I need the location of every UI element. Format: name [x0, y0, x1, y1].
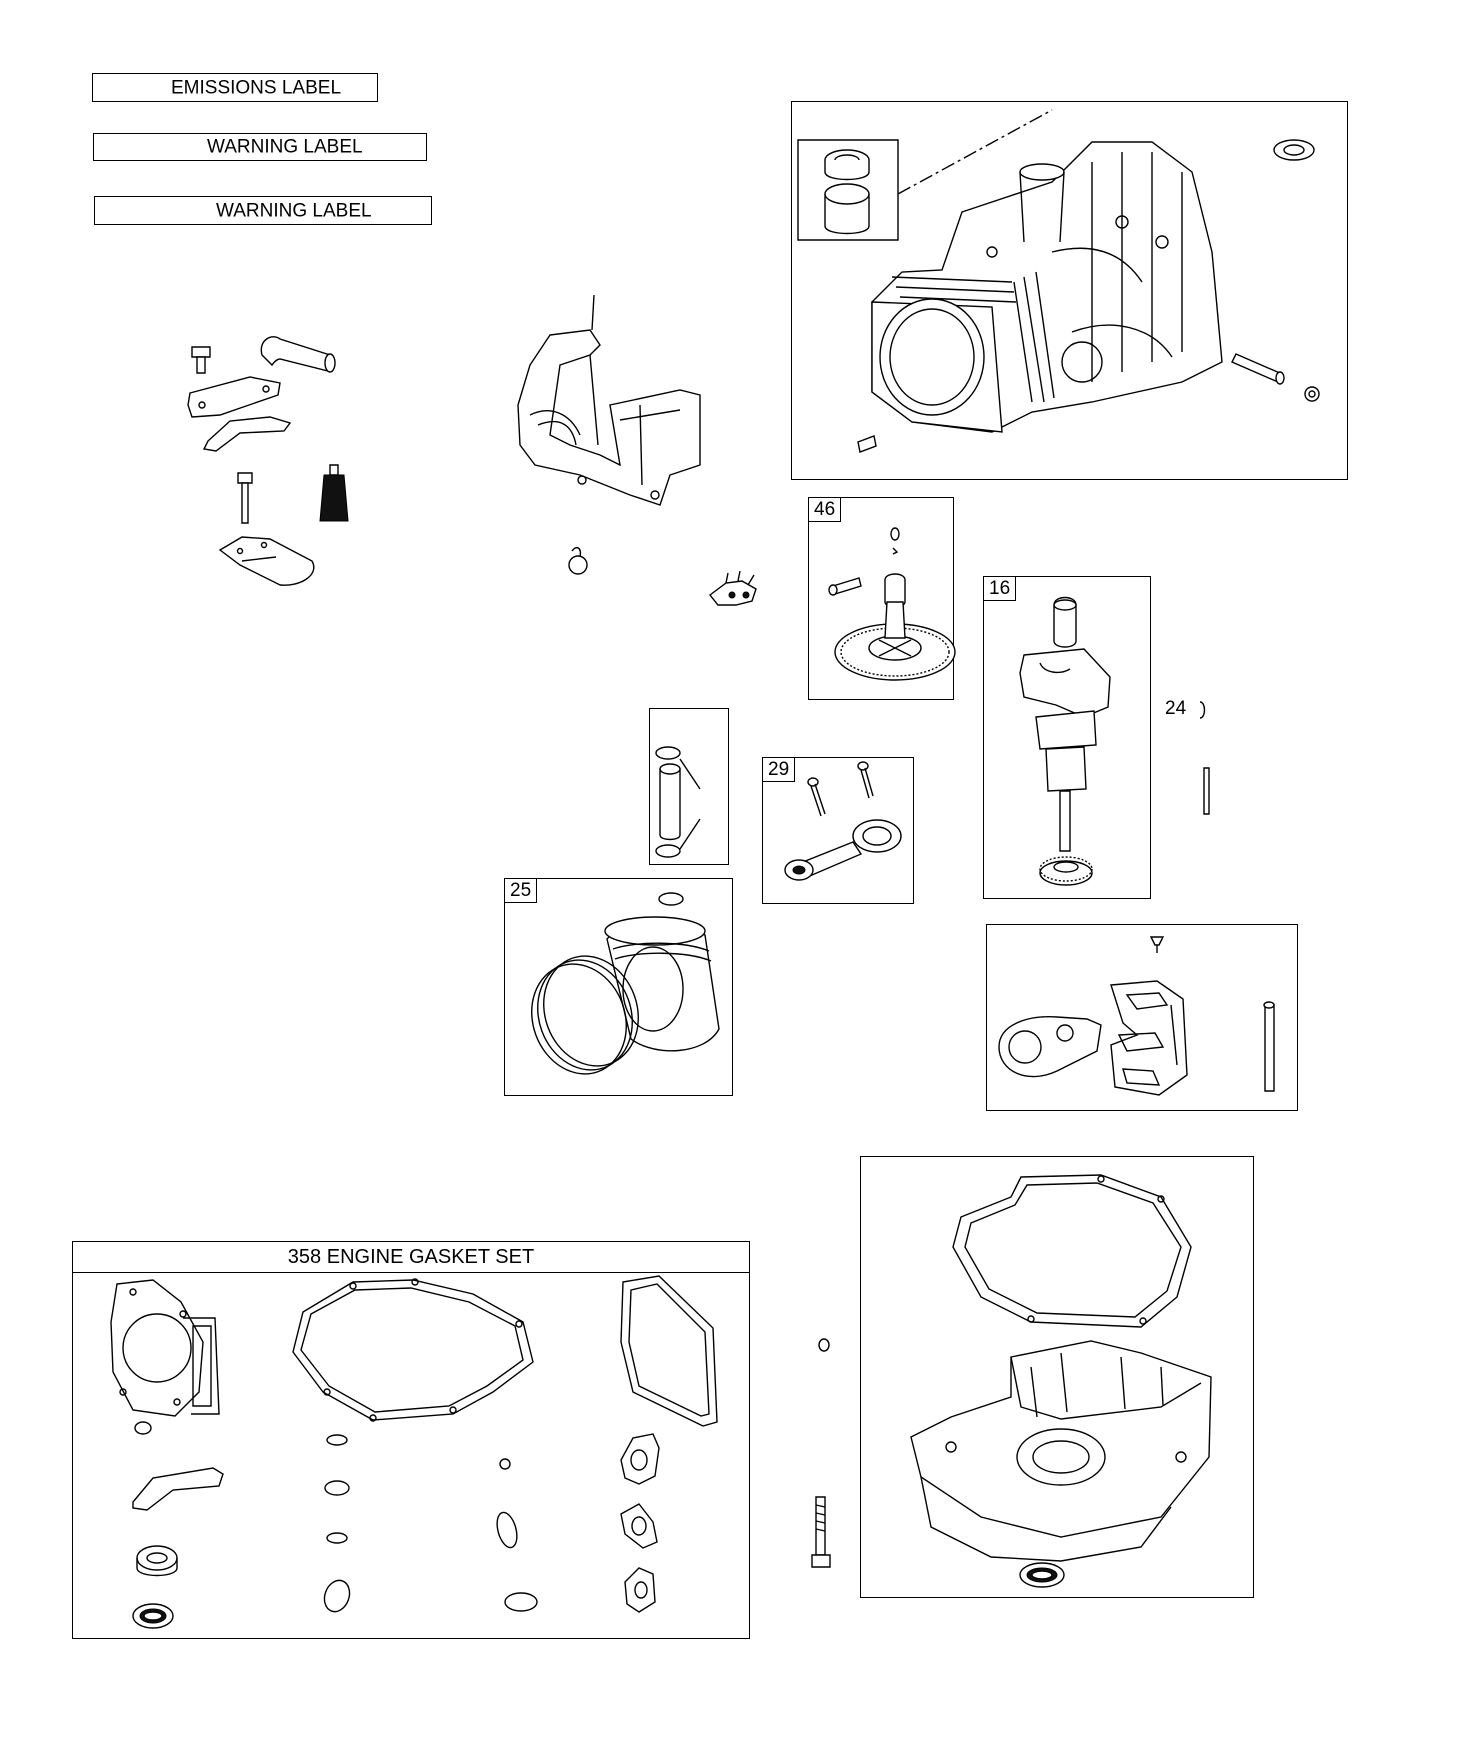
sump-seal-icon [1020, 1563, 1064, 1587]
cylinder-shroud-drawing [510, 295, 710, 595]
breather-tube-pin-icon [1232, 354, 1284, 384]
piston-drawing [505, 879, 734, 1097]
cylinder-block-icon [872, 142, 1222, 432]
crankshaft-icon [1020, 598, 1110, 886]
warning-label-2: WARNING LABEL [94, 196, 432, 225]
camshaft-frame: 46 [808, 497, 954, 700]
breather-assembly-drawing [180, 325, 380, 595]
connecting-rod-icon [785, 820, 901, 880]
rocker-cover-gasket-icon [621, 1276, 717, 1426]
governor-drawing [987, 925, 1299, 1112]
sump-gasket-icon [953, 1175, 1191, 1327]
pto-seal-icon [133, 1604, 173, 1628]
crankcase-gasket-icon [293, 1279, 533, 1421]
shroud-screw-icon [569, 548, 587, 574]
breather-screw-icon [238, 473, 252, 523]
governor-frame [986, 924, 1298, 1111]
breather-cover-icon [188, 377, 280, 417]
key-icon [1200, 702, 1205, 718]
camshaft-drawing [809, 498, 955, 701]
crankshaft-frame: 16 [983, 576, 1151, 899]
piston-pin-drawing [650, 709, 730, 866]
sump-nut-icon [819, 1339, 829, 1351]
breather-gasket-icon [204, 417, 290, 451]
connecting-rod-drawing [763, 758, 915, 905]
sump-drawing [861, 1157, 1255, 1599]
key-callout-text: 24 [1165, 698, 1187, 719]
sump-bolt-icon [812, 1497, 830, 1567]
breather-tube-icon [261, 337, 330, 371]
governor-gear-icon [999, 1017, 1101, 1077]
governor-shaft-icon [1264, 1002, 1274, 1091]
governor-screw-icon [1151, 937, 1163, 953]
piston-icon [605, 917, 719, 1051]
cylinder-block-frame [791, 101, 1348, 480]
sealant-tube-icon [320, 465, 348, 521]
camshaft-callout: 46 [808, 497, 842, 522]
gasket-set-drawing [73, 1242, 751, 1640]
oil-seal-icon [1274, 140, 1314, 160]
exhaust-gasket-icon [621, 1434, 659, 1612]
breather-plate-icon [220, 537, 314, 585]
rod-bolt-icon [808, 762, 873, 816]
sump-frame [860, 1156, 1254, 1598]
cylinder-bushing-icon [825, 150, 869, 234]
key-drawing [1196, 698, 1236, 818]
piston-frame: 25 [504, 878, 733, 1096]
cylinder-block-drawing [792, 102, 1349, 481]
crank-pin-icon [1204, 768, 1209, 814]
piston-ring-clip-icon [659, 893, 683, 905]
warning-label-1: WARNING LABEL [93, 133, 427, 161]
warning-label-2-text: WARNING LABEL [216, 200, 372, 221]
piston-pin-icon [656, 747, 700, 857]
breather-bolt-icon [192, 347, 210, 373]
sump-icon [911, 1341, 1211, 1561]
o-ring-oval-icon [494, 1510, 537, 1611]
crankshaft-drawing [984, 577, 1152, 900]
emissions-label: EMISSIONS LABEL [92, 73, 378, 102]
piston-pin-frame [649, 708, 729, 865]
head-gasket-icon [111, 1280, 219, 1416]
connecting-rod-frame: 29 [762, 757, 914, 904]
gasket-set-frame: 358 ENGINE GASKET SET [72, 1241, 750, 1639]
camshaft-icon [829, 528, 955, 680]
dowel-pin-icon [858, 436, 876, 452]
intake-gasket-icon [133, 1468, 223, 1510]
sump-fasteners-drawing [806, 1335, 846, 1575]
piston-callout: 25 [504, 878, 538, 903]
piston-rings-icon [517, 943, 654, 1088]
valve-seal-icon [135, 1422, 151, 1434]
key-callout: 24 [1165, 698, 1186, 720]
cylinder-shroud-icon [518, 330, 700, 505]
o-ring-set-icon [320, 1435, 353, 1615]
gasket-set-title: 358 ENGINE GASKET SET [73, 1242, 749, 1273]
connecting-rod-callout: 29 [762, 757, 796, 782]
nut-icon [1305, 387, 1319, 401]
oil-seal-set-icon [137, 1546, 177, 1576]
warning-label-1-text: WARNING LABEL [207, 136, 363, 158]
crankshaft-callout: 16 [983, 576, 1017, 601]
small-nut-icon [500, 1459, 510, 1469]
governor-weights-icon [1111, 981, 1187, 1095]
emissions-label-text: EMISSIONS LABEL [171, 77, 342, 98]
governor-linkage-drawing [706, 565, 766, 615]
